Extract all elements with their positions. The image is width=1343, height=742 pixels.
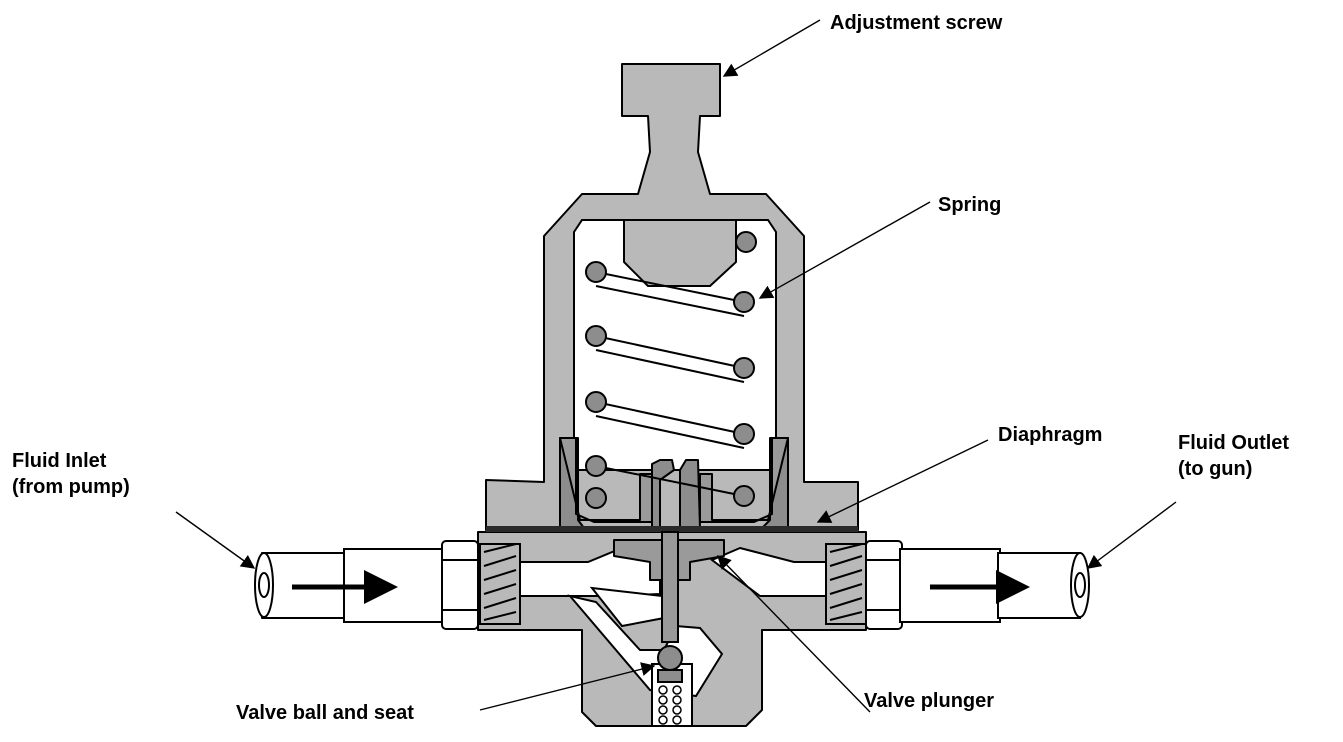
label-adjustment-screw-text: Adjustment screw: [830, 12, 1003, 34]
leader-fluid-outlet: [1086, 501, 1177, 569]
label-valve-ball-and-seat-text: Valve ball and seat: [236, 702, 414, 724]
regulator-bonnet: [485, 63, 859, 531]
label-valve-plunger: Valve plunger: [864, 688, 994, 714]
label-fluid-outlet-line1: Fluid Outlet: [1178, 432, 1290, 454]
valve-plunger: [613, 531, 725, 643]
label-valve-ball-and-seat: Valve ball and seat: [236, 700, 414, 726]
leader-fluid-inlet: [175, 511, 256, 569]
inlet-nut: [441, 540, 479, 630]
label-spring: Spring: [938, 192, 1001, 218]
label-fluid-inlet-line1: Fluid Inlet: [12, 450, 107, 472]
label-diaphragm-text: Diaphragm: [998, 424, 1103, 446]
diaphragm: [486, 526, 858, 532]
label-valve-plunger-text: Valve plunger: [864, 690, 995, 712]
leader-adjustment-screw: [722, 19, 821, 77]
label-adjustment-screw: Adjustment screw: [830, 10, 1002, 36]
label-spring-text: Spring: [938, 194, 1002, 216]
spring: [585, 231, 757, 509]
label-fluid-inlet: Fluid Inlet (from pump): [12, 448, 130, 500]
valve-return-spring: [657, 669, 683, 725]
label-fluid-outlet: Fluid Outlet (to gun): [1178, 430, 1289, 482]
inlet-flow-arrow: [292, 570, 398, 604]
label-diaphragm: Diaphragm: [998, 422, 1102, 448]
valve-ball: [657, 645, 683, 671]
label-fluid-inlet-line2: (from pump): [12, 476, 130, 498]
leader-valve-ball: [479, 662, 656, 711]
outlet-nut: [865, 540, 903, 630]
leader-diaphragm: [816, 439, 989, 523]
leader-spring: [758, 201, 931, 299]
outlet-flow-arrow: [930, 570, 1030, 604]
leader-valve-plunger: [717, 554, 871, 713]
label-fluid-outlet-line2: (to gun): [1178, 458, 1253, 480]
